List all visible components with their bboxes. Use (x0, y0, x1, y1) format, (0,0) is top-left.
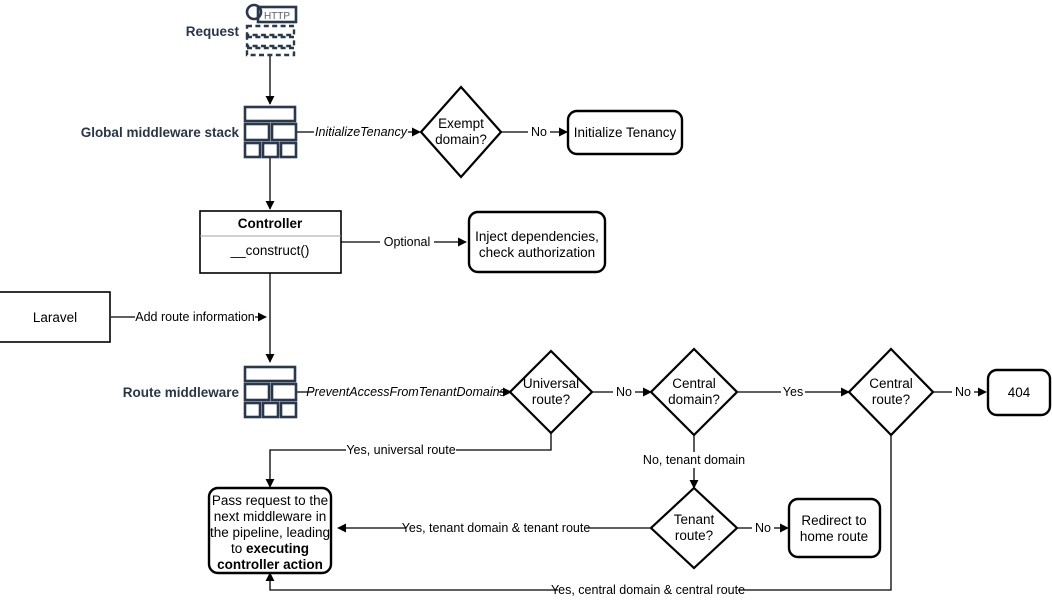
pass-request-line4-normal: to (231, 541, 246, 556)
edge-label-no-tenant-domain: No, tenant domain (643, 452, 746, 468)
inject-dependencies-line1: Inject dependencies, (475, 229, 599, 244)
svg-text:No: No (955, 385, 971, 399)
svg-text:Yes, central domain & central: Yes, central domain & central route (551, 583, 745, 597)
edge-label-yes-central-domain-central-route: Yes, central domain & central route (551, 582, 745, 598)
http-badge-text: HTTP (264, 11, 290, 22)
edge-label-tenant-route-no: No (752, 520, 774, 536)
node-404[interactable]: 404 (986, 368, 1052, 417)
decision-central-route-line2: route? (872, 392, 910, 407)
controller-class-method: __construct() (230, 243, 310, 258)
decision-exempt-domain[interactable]: Exempt domain? (419, 85, 503, 179)
pass-request-line1: Pass request to the (212, 493, 328, 508)
edge-label-yes-universal-route: Yes, universal route (346, 442, 456, 458)
edge-label-universal-no: No (613, 384, 635, 400)
svg-text:InitializeTenancy: InitializeTenancy (315, 125, 408, 139)
pass-request-line3: the pipeline, leading (210, 525, 330, 540)
decision-universal-route[interactable]: Universal route? (508, 349, 594, 435)
edge-label-optional: Optional (380, 234, 434, 250)
svg-text:Laravel: Laravel (33, 310, 77, 325)
node-controller-class[interactable]: Controller __construct() (199, 210, 342, 274)
svg-text:Yes: Yes (783, 385, 803, 399)
edge-universal-route-yes (265, 433, 552, 488)
decision-central-route-line1: Central (869, 376, 913, 391)
controller-class-title: Controller (238, 216, 303, 231)
global-middleware-stack-icon (243, 105, 298, 159)
edge-label-central-route-no: No (952, 384, 974, 400)
pass-request-line4: to executing (231, 541, 309, 556)
http-request-icon: HTTP (245, 3, 298, 57)
decision-central-domain-line2: domain? (668, 392, 720, 407)
svg-text:Add route information: Add route information (135, 310, 255, 324)
svg-text:Initialize Tenancy: Initialize Tenancy (574, 125, 677, 140)
svg-text:Yes, universal route: Yes, universal route (346, 443, 455, 457)
node-redirect-home-route[interactable]: Redirect to home route (787, 497, 882, 559)
edge-label-yes-tenant-domain-tenant-route: Yes, tenant domain & tenant route (402, 520, 591, 536)
decision-tenant-route-line2: route? (675, 528, 713, 543)
svg-text:No: No (616, 385, 632, 399)
edge-label-central-domain-yes: Yes (781, 384, 805, 400)
svg-text:PreventAccessFromTenantDomains: PreventAccessFromTenantDomains (306, 385, 506, 399)
svg-text:No: No (531, 125, 547, 139)
edge-label-initialize-tenancy: InitializeTenancy (314, 124, 408, 140)
decision-central-route[interactable]: Central route? (847, 347, 935, 437)
label-global-middleware-stack: Global middleware stack (81, 125, 240, 140)
node-inject-dependencies[interactable]: Inject dependencies, check authorization (467, 210, 607, 274)
node-initialize-tenancy[interactable]: Initialize Tenancy (566, 109, 684, 156)
edge-label-add-route-information: Add route information (135, 309, 255, 325)
svg-text:404: 404 (1008, 385, 1031, 400)
decision-tenant-route[interactable]: Tenant route? (649, 486, 739, 570)
pass-request-line4-bold: executing (246, 541, 309, 556)
decision-universal-route-line2: route? (532, 392, 570, 407)
edge-label-exempt-no: No (528, 124, 550, 140)
pass-request-line5: controller action (217, 557, 323, 572)
node-pass-request[interactable]: Pass request to the next middleware in t… (207, 486, 333, 575)
label-request: Request (186, 24, 240, 39)
svg-text:No, tenant domain: No, tenant domain (643, 453, 745, 467)
decision-central-domain[interactable]: Central domain? (649, 347, 739, 437)
label-route-middleware: Route middleware (123, 385, 240, 400)
svg-text:Yes, tenant domain & tenant ro: Yes, tenant domain & tenant route (402, 521, 591, 535)
decision-exempt-domain-line2: domain? (435, 132, 487, 147)
svg-text:No: No (755, 521, 771, 535)
node-laravel[interactable]: Laravel (0, 291, 111, 343)
redirect-home-line1: Redirect to (801, 513, 866, 528)
decision-universal-route-line1: Universal (523, 376, 579, 391)
svg-text:Optional: Optional (384, 235, 431, 249)
decision-central-domain-line1: Central (672, 376, 716, 391)
redirect-home-line2: home route (800, 529, 868, 544)
edge-label-prevent-access: PreventAccessFromTenantDomains (306, 384, 506, 400)
inject-dependencies-line2: check authorization (479, 245, 595, 260)
route-middleware-stack-icon (243, 365, 298, 419)
decision-exempt-domain-line1: Exempt (438, 116, 484, 131)
decision-tenant-route-line1: Tenant (674, 512, 715, 527)
pass-request-line2: next middleware in (214, 509, 327, 524)
